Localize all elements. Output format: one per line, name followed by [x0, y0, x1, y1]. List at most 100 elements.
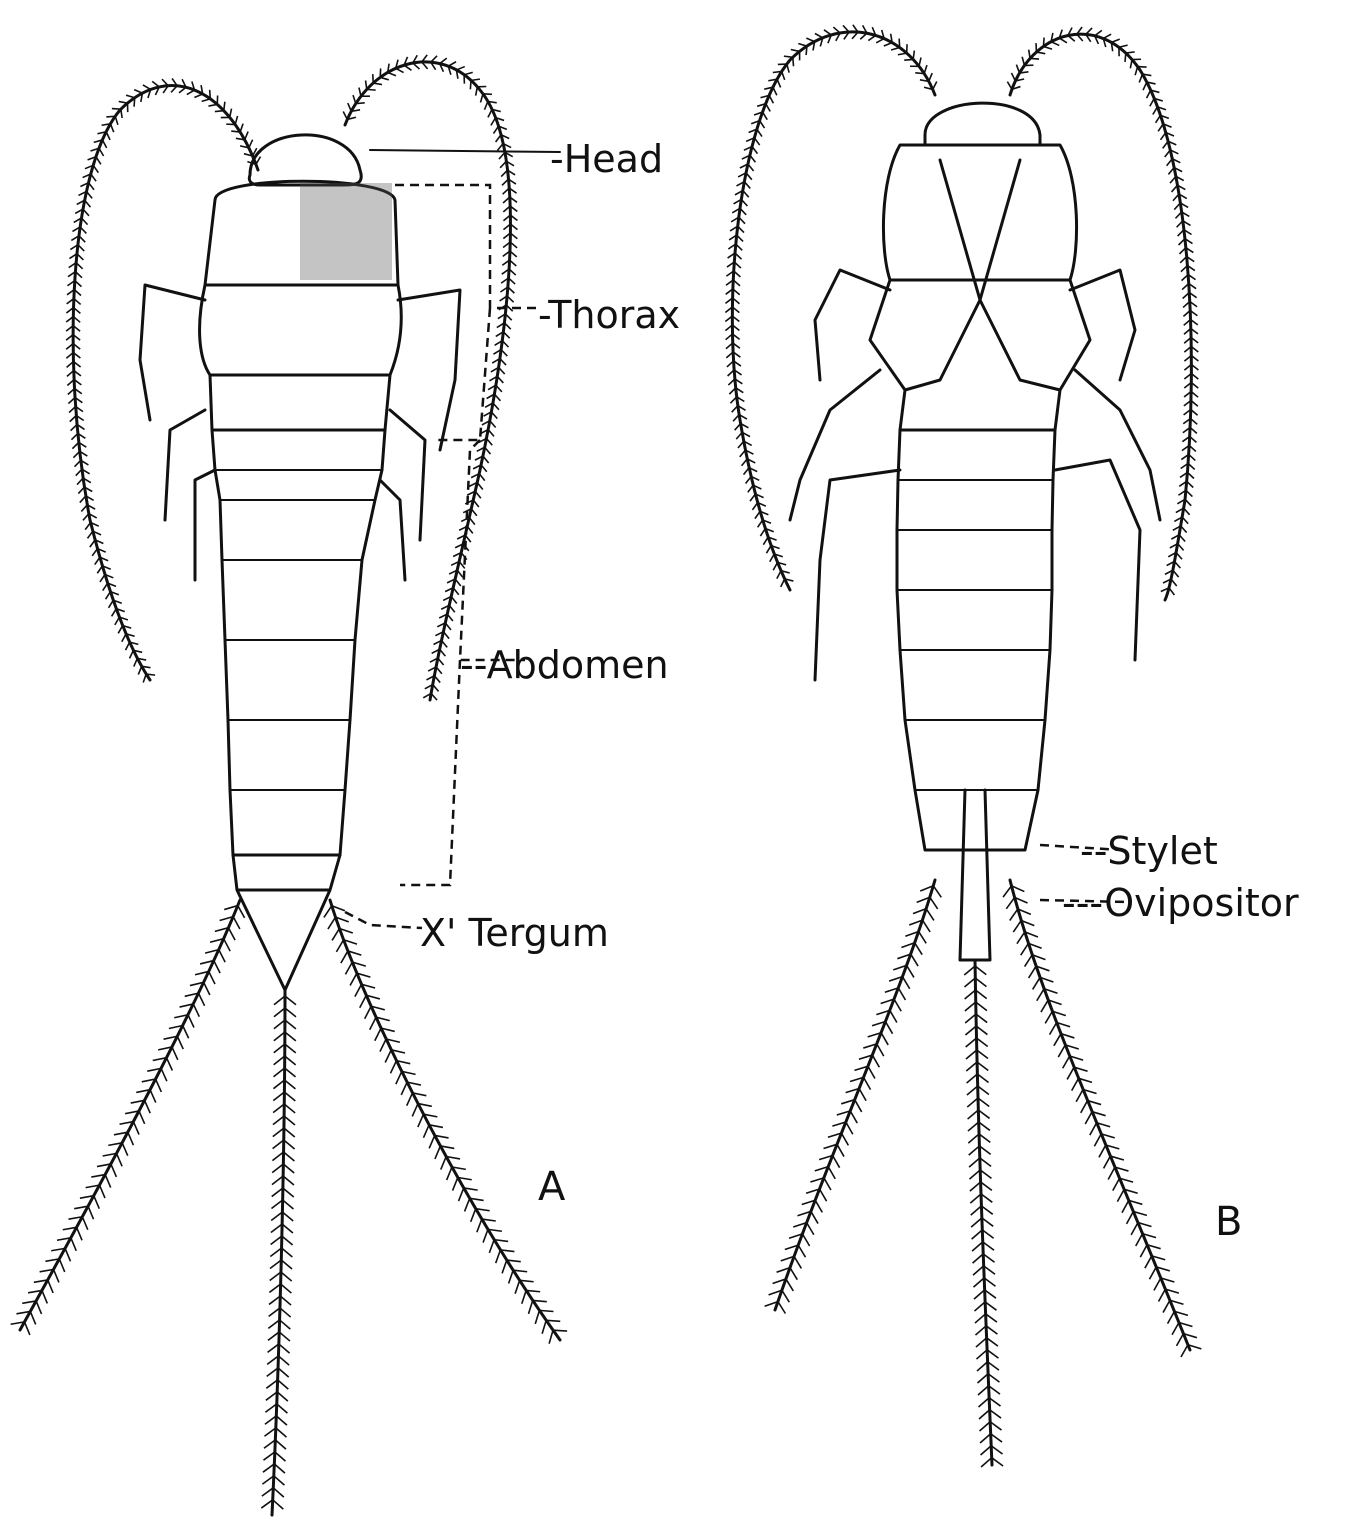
bristle — [276, 1416, 287, 1425]
bristle — [1013, 920, 1021, 932]
bristle — [911, 954, 918, 966]
bristle — [1154, 1278, 1161, 1290]
bristle — [441, 1157, 446, 1170]
bristle — [48, 1280, 53, 1293]
bristle — [269, 1296, 280, 1304]
b-ovipositor — [960, 790, 990, 960]
bristle — [1149, 1267, 1156, 1279]
bristle — [183, 1025, 189, 1038]
bristle — [1072, 1078, 1079, 1090]
a-head — [249, 135, 361, 185]
bristle — [380, 1039, 386, 1052]
bristle — [859, 1089, 866, 1101]
bristle — [274, 1068, 285, 1077]
bristle — [976, 1350, 987, 1359]
bristle — [233, 917, 240, 929]
bristle — [881, 1033, 888, 1045]
bristle — [976, 1338, 987, 1347]
bristle — [273, 1488, 284, 1497]
insect-a-dorsal — [20, 62, 560, 1515]
a-right-cercus-bristles — [324, 906, 567, 1344]
bristle — [273, 1500, 284, 1509]
bristle — [1108, 1167, 1115, 1179]
bristle — [1159, 1289, 1166, 1301]
bristle — [864, 1077, 871, 1089]
bristle — [971, 1206, 982, 1215]
bristle — [270, 1272, 281, 1281]
bristle — [272, 1152, 283, 1161]
bristle — [219, 950, 225, 963]
a-abdomen — [212, 430, 385, 855]
bristle — [77, 1227, 82, 1240]
bristle — [1033, 977, 1040, 989]
bristle — [1181, 1345, 1188, 1357]
label-ovipositor: ---Ovipositor — [1062, 881, 1299, 925]
a-right-legs — [380, 290, 460, 580]
bristle — [824, 1178, 831, 1190]
bristle — [1029, 966, 1037, 978]
bristle — [401, 1082, 407, 1095]
bristle — [274, 1476, 285, 1485]
bristle — [276, 1428, 287, 1437]
bristle — [285, 1044, 296, 1053]
bristle — [407, 1093, 413, 1106]
b-median-filament-bristles — [964, 966, 1003, 1467]
bristle — [976, 1038, 987, 1047]
bristle — [1104, 1156, 1111, 1168]
bristle — [976, 1014, 987, 1023]
bristle — [269, 1284, 280, 1292]
bristle — [966, 1062, 977, 1071]
bristle — [980, 1422, 991, 1431]
b-right-antenna-bristles — [1007, 27, 1198, 595]
thorax-bracket — [395, 185, 540, 440]
b-head — [925, 103, 1040, 145]
bristle — [94, 1196, 99, 1209]
bristle — [1063, 1056, 1070, 1068]
bristle — [385, 1050, 391, 1063]
bristle — [273, 1104, 284, 1113]
bristle — [778, 1302, 786, 1314]
bristle — [270, 1248, 281, 1257]
bristle — [965, 1014, 976, 1023]
label-abdomen: --Abdomen — [460, 643, 669, 687]
bristle — [284, 1128, 295, 1137]
bristle — [979, 1410, 990, 1419]
bristle — [976, 1002, 987, 1011]
bristle — [894, 999, 901, 1011]
bristle — [271, 1200, 282, 1209]
bristle — [846, 1122, 853, 1134]
bristle — [277, 1404, 288, 1413]
bristle — [268, 1344, 279, 1352]
bristle — [968, 1134, 979, 1143]
a-left-antenna — [73, 86, 258, 680]
bristle — [1136, 1234, 1143, 1246]
bristle — [1163, 1300, 1170, 1312]
bristle — [965, 1026, 976, 1035]
bristle — [967, 1098, 978, 1107]
bristle — [273, 1080, 284, 1089]
bristle — [828, 1167, 835, 1179]
bristle — [88, 1206, 93, 1219]
bristle — [535, 1310, 539, 1323]
b-coxae — [870, 280, 1090, 430]
bristle — [968, 1122, 979, 1131]
bristle — [273, 1116, 284, 1125]
bristle — [418, 1114, 424, 1127]
bristle — [278, 1368, 289, 1377]
bristle — [975, 966, 986, 975]
bristle — [396, 1071, 402, 1084]
bristle — [177, 1036, 183, 1049]
bristle — [167, 1058, 173, 1071]
bristle — [274, 1020, 285, 1029]
bristle — [1021, 943, 1029, 955]
bristle — [285, 1068, 296, 1077]
bristle — [54, 1269, 59, 1282]
bristle — [224, 939, 230, 951]
bristle — [855, 1100, 862, 1112]
bristle — [868, 1066, 875, 1078]
a-pronotum-stipple — [300, 183, 392, 280]
tergum-leader — [345, 912, 422, 928]
a-left-antenna-bristles — [66, 78, 260, 682]
bristle — [967, 1074, 978, 1083]
bristle — [412, 1104, 418, 1117]
